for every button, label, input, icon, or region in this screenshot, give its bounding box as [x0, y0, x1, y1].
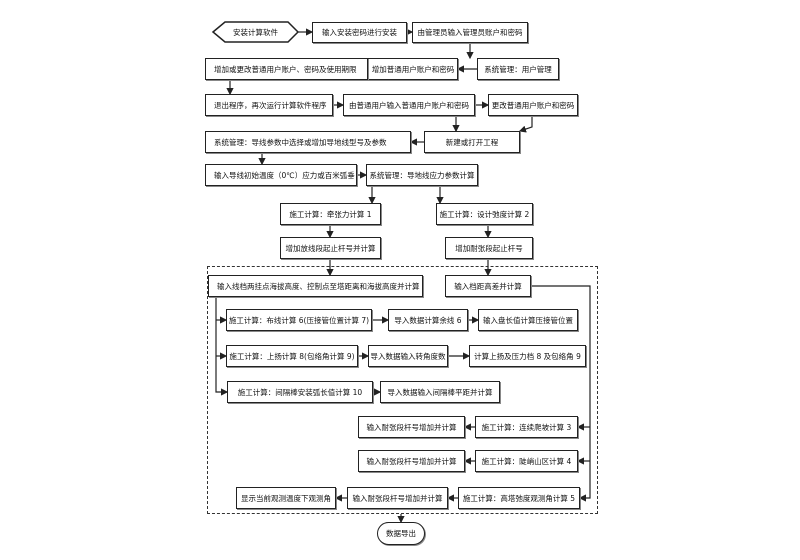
flow-node-label: 计算上扬及压力档 8 及包络角 9	[474, 351, 581, 361]
flow-node-label: 导入数据输入间隔棒平距并计算	[387, 387, 493, 397]
flow-node-n18: 输入档距高差并计算	[445, 275, 531, 297]
flow-node-n22: 施工计算：上扬计算 8(包络角计算 9)	[226, 345, 358, 367]
flow-node-label: 施工计算：高塔弛度观测角计算 5	[462, 493, 576, 503]
flow-node-label: 系统管理：用户管理	[484, 64, 552, 74]
flow-node-n33: 显示当前观测温度下观测角	[236, 487, 336, 509]
flow-node-label: 由普通用户输入普通用户账户和密码	[349, 100, 469, 110]
flow-node-n14: 施工计算：设计弛度计算 2	[436, 203, 533, 225]
flow-node-label: 增加普通用户账户和密码	[371, 64, 455, 74]
flow-node-n1: 输入安装密码进行安装	[312, 22, 407, 43]
flow-node-n15: 增加放线段起止杆号并计算	[280, 237, 381, 259]
flow-node-n16: 增加耐张段起止杆号	[445, 237, 533, 259]
flow-node-label: 施工计算：布线计算 6(压接管位置计算 7)	[228, 315, 370, 325]
flow-node-label: 退出程序，再次运行计算软件程序	[214, 100, 327, 110]
flow-node-n20: 导入数据计算余线 6	[388, 309, 468, 331]
flow-node-start: 安装计算软件	[213, 22, 298, 42]
flow-node-n5: 增加或更改普通用户账户、密码及使用期限	[205, 58, 368, 80]
flow-node-n28: 输入耐张段杆号增加并计算	[358, 416, 465, 438]
flow-node-label: 施工计算：上扬计算 8(包络角计算 9)	[229, 351, 355, 361]
flow-node-label: 施工计算：设计弛度计算 2	[439, 209, 530, 219]
flow-node-label: 输入耐张段杆号增加并计算	[352, 493, 443, 503]
flow-node-label: 数据导出	[386, 529, 416, 538]
flow-node-label: 输入安装密码进行安装	[322, 28, 397, 37]
flow-node-label: 系统管理：导线参数中选择或增加导地线型号及参数	[214, 137, 387, 147]
flow-node-label: 输入档距高差并计算	[454, 281, 522, 291]
flow-node-label: 导入数据计算余线 6	[394, 315, 462, 325]
flow-node-label: 显示当前观测温度下观测角	[241, 493, 331, 503]
flow-node-label: 新建或打开工程	[445, 137, 499, 147]
flow-node-label: 输入耐张段杆号增加并计算	[366, 422, 457, 432]
flow-node-label: 施工计算：牵张力计算 1	[289, 209, 372, 219]
connector-arrow	[531, 285, 591, 502]
flow-node-label: 由管理员输入管理员账户和密码	[417, 28, 523, 37]
flow-node-n17: 输入线档两挂点海拔高度、控制点至塔距离和海拔高度并计算	[208, 275, 423, 297]
flow-node-n31: 施工计算：高塔弛度观测角计算 5	[458, 487, 580, 509]
flow-node-n30: 输入耐张段杆号增加并计算	[358, 450, 465, 472]
flow-node-n6: 退出程序，再次运行计算软件程序	[205, 94, 333, 116]
connector-arrow	[215, 297, 229, 396]
flow-node-label: 系统管理：导地线应力参数计算	[369, 170, 475, 180]
flow-node-n21: 输入盘长值计算压接管位置	[478, 309, 578, 331]
flow-node-n13: 施工计算：牵张力计算 1	[280, 203, 381, 225]
flow-node-n3: 系统管理：用户管理	[477, 58, 559, 80]
flow-node-n9: 新建或打开工程	[424, 131, 520, 153]
flow-node-label: 输入线档两挂点海拔高度、控制点至塔距离和海拔高度并计算	[217, 281, 420, 291]
flow-node-label: 输入耐张段杆号增加并计算	[366, 456, 457, 466]
flow-node-label: 施工计算：陡峭山区计算 4	[481, 456, 572, 466]
flow-node-n4: 增加普通用户账户和密码	[368, 58, 458, 80]
flow-node-label: 施工计算：间隔棒安装弧长值计算 10	[237, 387, 363, 397]
flow-node-label: 增加耐张段起止杆号	[455, 243, 523, 253]
flow-node-label: 更改普通用户账户和密码	[491, 100, 575, 110]
flow-node-n19: 施工计算：布线计算 6(压接管位置计算 7)	[226, 309, 372, 331]
flow-node-n23: 导入数据输入转角度数	[368, 345, 448, 367]
flow-node-n32: 输入耐张段杆号增加并计算	[347, 487, 448, 509]
flow-node-n8: 更改普通用户账户和密码	[488, 94, 578, 116]
flow-node-n12: 系统管理：导地线应力参数计算	[366, 164, 478, 186]
flow-node-label: 输入盘长值计算压接管位置	[483, 315, 573, 325]
flow-node-label: 输入导线初始温度（0℃）应力或百米弧垂	[214, 170, 355, 180]
flow-node-label: 增加放线段起止杆号并计算	[285, 243, 376, 253]
flow-node-n7: 由普通用户输入普通用户账户和密码	[343, 94, 475, 116]
calculation-group-dashed-border	[207, 266, 598, 514]
flow-node-end: 数据导出	[377, 522, 425, 545]
flow-node-n10: 系统管理：导线参数中选择或增加导地线型号及参数	[205, 131, 411, 153]
flow-node-n25: 施工计算：间隔棒安装弧长值计算 10	[227, 381, 373, 403]
flow-node-n2: 由管理员输入管理员账户和密码	[412, 22, 528, 43]
flow-node-n24: 计算上扬及压力档 8 及包络角 9	[469, 345, 586, 367]
flow-node-label: 安装计算软件	[233, 27, 278, 37]
flow-node-n11: 输入导线初始温度（0℃）应力或百米弧垂	[205, 164, 357, 186]
connector-arrow	[518, 116, 533, 133]
flow-node-label: 导入数据输入转角度数	[370, 351, 446, 361]
flow-node-n27: 施工计算：连续爬坡计算 3	[475, 416, 578, 438]
flow-node-label: 增加或更改普通用户账户、密码及使用期限	[214, 64, 357, 74]
flow-node-n29: 施工计算：陡峭山区计算 4	[475, 450, 578, 472]
flow-node-n26: 导入数据输入间隔棒平距并计算	[380, 381, 500, 403]
flow-node-label: 施工计算：连续爬坡计算 3	[481, 422, 572, 432]
